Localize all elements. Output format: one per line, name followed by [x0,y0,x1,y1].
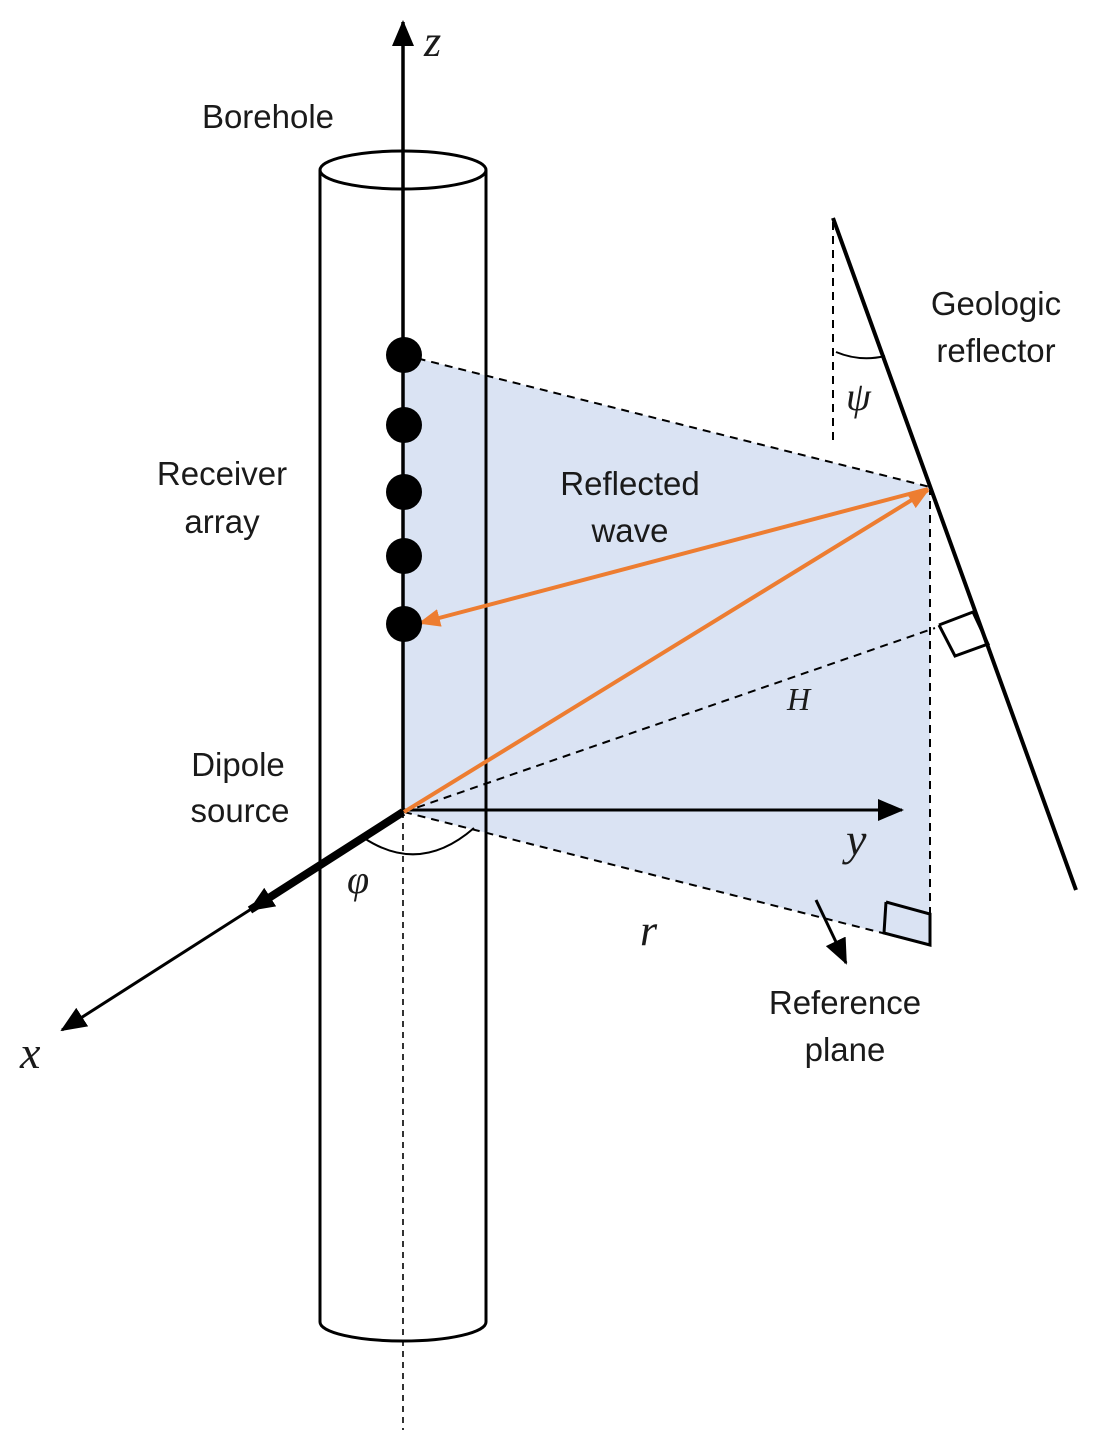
geologic-reflector-label-2: reflector [936,332,1055,369]
right-angle-marker-bottom [882,900,932,947]
reference-plane-label-2: plane [805,1031,886,1068]
psi-label: ψ [846,374,872,419]
geologic-reflector-label-1: Geologic [931,285,1061,322]
geologic-reflector-line [831,217,1078,891]
r-label: r [640,906,658,955]
dipole-source-label-2: source [190,792,289,829]
dipole-source-arrow [247,808,406,914]
borehole-label: Borehole [202,98,334,135]
receiver-4 [386,538,422,574]
plane-edges [403,222,936,946]
phi-label: φ [347,857,369,902]
reference-plane-normal-arrow [814,899,848,965]
reflected-wave-arrow [418,487,929,627]
reflected-wave-label-1: Reflected [560,465,699,502]
reflected-wave-label-2: wave [590,512,668,549]
receiver-2 [386,407,422,443]
psi-angle-arc [835,351,886,360]
top-receiver-ray [403,354,931,488]
incident-wave-arrow [402,488,930,814]
right-angle-marker-reflector [937,610,991,658]
dipole-source-label-1: Dipole [191,746,285,783]
receiver-5 [386,606,422,642]
plane-bottom-edge [403,811,931,946]
receiver-3 [386,474,422,510]
receiver-1 [386,337,422,373]
receiver-array-label-1: Receiver [157,455,287,492]
phi-angle-arc [363,827,475,856]
normal-h-line [403,627,936,813]
y-axis-label: y [842,814,867,865]
receiver-array [386,337,422,642]
receiver-array-label-2: array [184,503,260,540]
h-label: H [786,681,812,717]
x-axis-label: x [19,1027,41,1078]
reference-plane-label-1: Reference [769,984,921,1021]
z-axis-label: z [423,17,441,66]
